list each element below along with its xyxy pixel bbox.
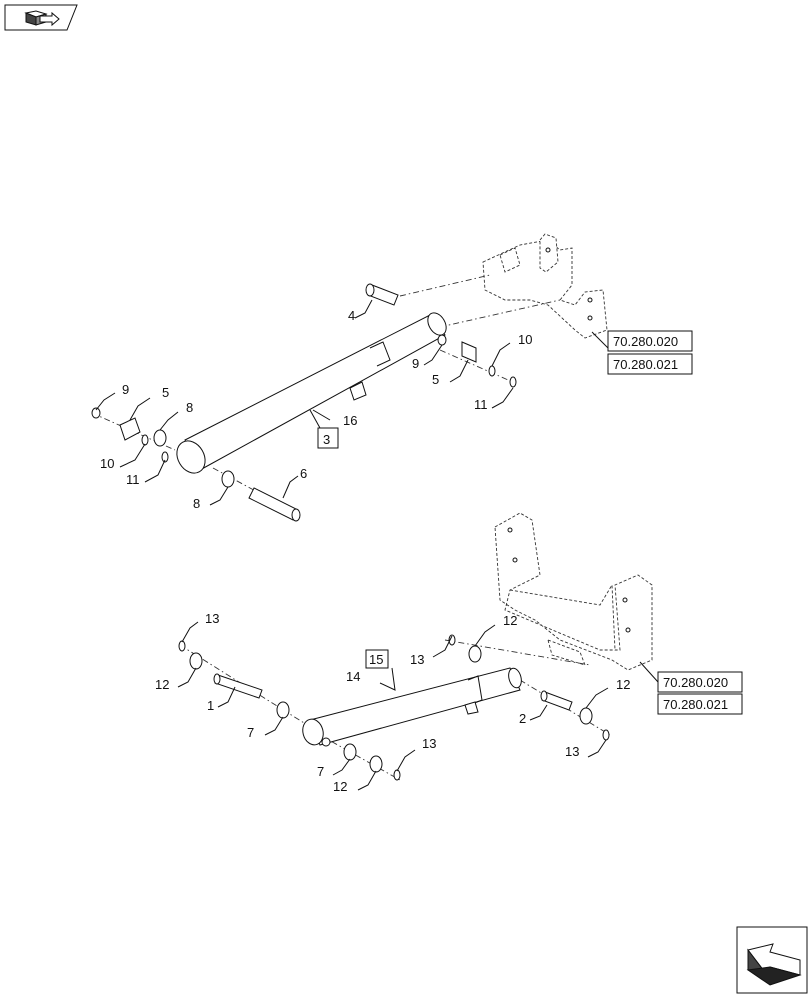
hydraulic-cylinder-top	[176, 312, 447, 474]
book-arrow-icon[interactable]	[4, 4, 78, 31]
label: 12	[155, 677, 169, 692]
hydraulic-cylinder-bottom	[302, 667, 522, 747]
pin-4	[365, 283, 399, 306]
label: 2	[519, 711, 526, 726]
label: 13	[410, 652, 424, 667]
label: 12	[616, 677, 630, 692]
label: 14	[346, 669, 360, 684]
frame-bracket-bottom	[494, 512, 653, 671]
bottom-assembly: 13 12 1 7 15 14 13 12 7 12 13 2 12	[155, 512, 743, 794]
label: 11	[126, 472, 140, 487]
small-parts-bottom	[178, 634, 610, 781]
frame-bracket-top	[482, 233, 608, 339]
label: 5	[432, 372, 439, 387]
label: 9	[122, 382, 129, 397]
label: 12	[503, 613, 517, 628]
reference-label: 70.280.020	[663, 675, 728, 690]
pin-2	[540, 690, 573, 711]
label: 10	[100, 456, 114, 471]
label: 12	[333, 779, 347, 794]
label: 7	[247, 725, 254, 740]
top-assembly: 9 5 8 10 11 16 3 6 8 4 9 5 10	[91, 233, 693, 522]
label: 10	[518, 332, 532, 347]
label: 16	[343, 413, 357, 428]
label: 7	[317, 764, 324, 779]
label: 13	[565, 744, 579, 759]
label: 8	[186, 400, 193, 415]
label: 1	[207, 698, 214, 713]
label: 4	[348, 308, 355, 323]
label: 5	[162, 385, 169, 400]
reference-label: 70.280.021	[663, 697, 728, 712]
label: 8	[193, 496, 200, 511]
label: 6	[300, 466, 307, 481]
reference-label: 70.280.020	[613, 334, 678, 349]
next-page-arrow-icon[interactable]	[736, 926, 808, 994]
label: 15	[369, 652, 383, 667]
label: 13	[205, 611, 219, 626]
label: 3	[323, 432, 330, 447]
callouts-top: 9 5 8 10 11 16 3 6 8 4 9 5 10	[95, 299, 693, 511]
label: 13	[422, 736, 436, 751]
callouts-bottom: 13 12 1 7 15 14 13 12 7 12 13 2 12	[155, 611, 743, 794]
label: 11	[474, 397, 488, 412]
pin-6	[248, 487, 301, 522]
label: 9	[412, 356, 419, 371]
pin-1	[213, 673, 263, 699]
reference-label: 70.280.021	[613, 357, 678, 372]
small-parts-top	[91, 334, 517, 488]
